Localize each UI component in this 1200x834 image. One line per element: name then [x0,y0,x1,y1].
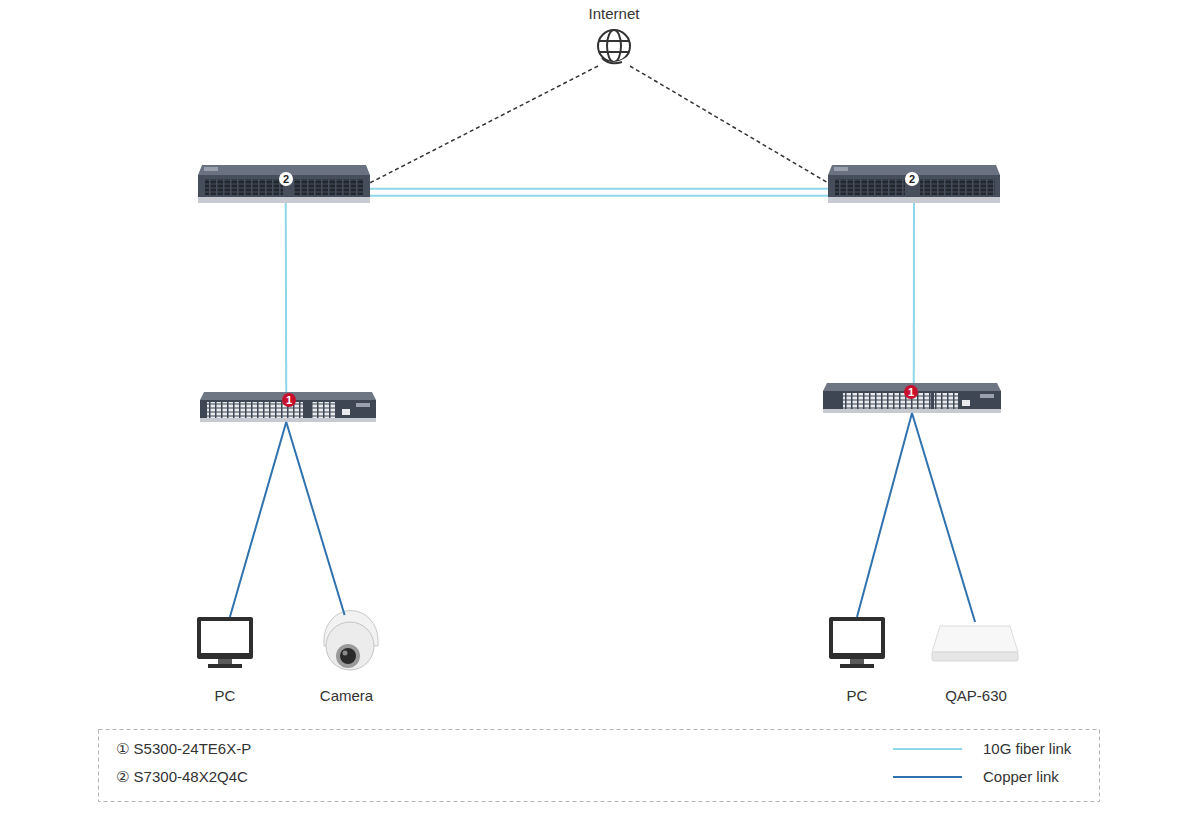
camera-icon [324,611,378,670]
access-switch-node: 1 [200,392,376,422]
device-label: QAP-630 [900,686,1052,706]
copper-sample-line [893,776,962,778]
legend-text: Copper link [983,767,1059,787]
pc-icon [197,617,253,668]
callout-number: 1 [904,385,918,399]
core-switch-node: 2 [828,165,1000,203]
legend-text: ① S5300-24TE6X-P [116,739,251,759]
pc-node: PC [190,617,260,706]
core-switch-icon [198,165,370,203]
access-point-node: QAP-630 [930,622,1022,706]
internet-link [630,66,828,183]
fiber-link [370,189,828,196]
device-label: PC [796,686,918,706]
access-switch-icon [200,392,376,422]
device-label: PC [160,686,290,706]
camera-node: Camera [315,615,378,706]
pc-icon [829,617,885,668]
pc-node: PC [826,617,888,706]
legend-text: 10G fiber link [983,739,1071,759]
fiber-sample-line [893,748,962,750]
callout-number: 2 [279,172,293,186]
core-switch-node: 2 [198,165,370,203]
copper-link [286,422,344,615]
callout-number: 2 [905,172,919,186]
device-label: Camera [285,686,408,706]
copper-link [857,413,912,617]
internet-link [370,66,598,183]
globe-icon [598,30,630,64]
copper-link [230,422,286,617]
fiber-link [285,203,287,392]
copper-link [912,413,975,622]
core-switch-icon [828,165,1000,203]
internet-node: Internet [582,4,646,66]
callout-number: 1 [282,393,296,407]
fiber-link [913,203,914,383]
legend-text: ② S7300-48X2Q4C [116,767,248,787]
access-switch-node: 1 [823,383,1001,413]
access-switch-icon [823,383,1001,413]
legend-frame [99,730,1100,802]
access-point-icon [932,626,1018,661]
node-label: Internet [562,4,666,24]
